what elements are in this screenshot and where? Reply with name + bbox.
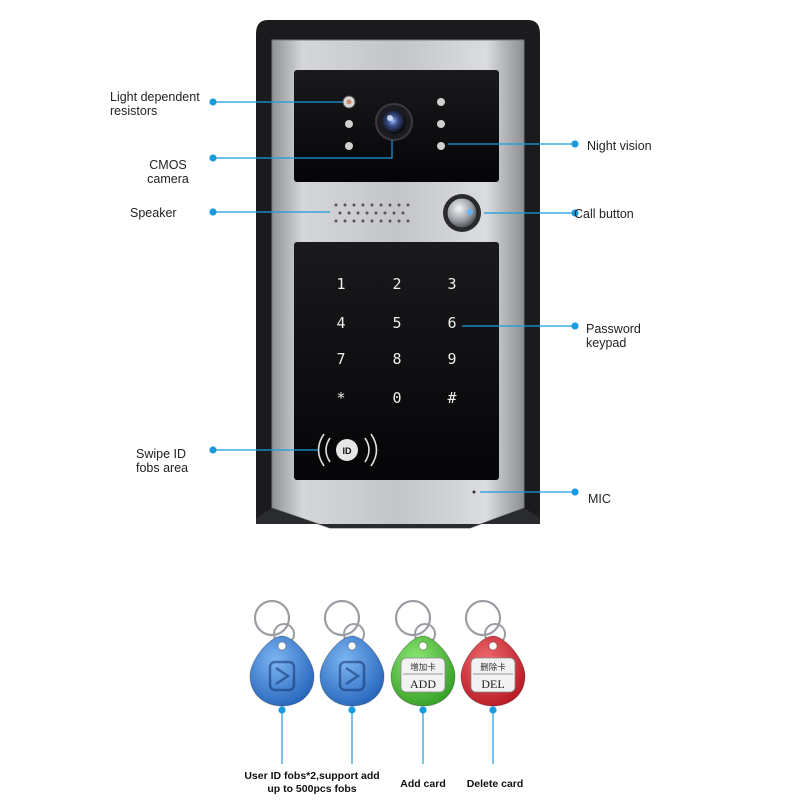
caption-delete-card: Delete card — [466, 778, 524, 790]
keypad-panel — [294, 242, 499, 480]
keypad-key-5[interactable]: 5 — [392, 314, 401, 332]
callout-lines — [209, 98, 579, 496]
fob-label-cn: 删除卡 — [480, 662, 506, 673]
camera-window — [294, 70, 499, 182]
fob-callout-lines — [278, 706, 497, 764]
keypad-key-9[interactable]: 9 — [447, 350, 456, 368]
password-keypad[interactable]: 1 2 3 4 5 6 7 8 9 * 0 # — [336, 275, 456, 407]
keypad-key-*[interactable]: * — [336, 389, 345, 407]
keypad-key-#[interactable]: # — [447, 389, 456, 407]
fob-label-panel — [470, 657, 516, 693]
label-night-vision: Night vision — [587, 139, 652, 153]
label-light-dependent-resistors: Light dependent resistors — [110, 90, 200, 118]
call-button[interactable] — [443, 194, 481, 232]
id-fob-3: 增加卡 ADD — [390, 599, 456, 707]
fob-emblem — [268, 660, 296, 692]
key-ring — [253, 599, 291, 637]
keypad-key-7[interactable]: 7 — [336, 350, 345, 368]
keypad-key-8[interactable]: 8 — [392, 350, 401, 368]
ldr-sensor-core — [346, 99, 352, 105]
rfid-logo-text: ID — [343, 446, 353, 456]
key-ring — [464, 599, 502, 637]
keypad-key-2[interactable]: 2 — [392, 275, 401, 293]
fob-label-cn: 增加卡 — [410, 662, 436, 673]
fob-label-panel — [400, 657, 446, 693]
fob-label-en: ADD — [410, 677, 436, 691]
fob-emblem — [338, 660, 366, 692]
label-speaker: Speaker — [130, 206, 177, 220]
label-mic: MIC — [588, 492, 611, 506]
label-password-keypad: Password keypad — [586, 322, 641, 350]
speaker-grille — [334, 203, 410, 223]
rfid-swipe-area — [317, 433, 378, 467]
key-ring — [323, 599, 361, 637]
keypad-key-0[interactable]: 0 — [392, 389, 401, 407]
label-swipe-id-fobs: Swipe ID fobs area — [136, 447, 189, 475]
caption-add-card: Add card — [400, 778, 446, 790]
keypad-key-1[interactable]: 1 — [336, 275, 345, 293]
fob-group: 增加卡 ADD 删除卡 DEL — [249, 599, 526, 707]
mic-hole — [472, 490, 476, 494]
keypad-key-4[interactable]: 4 — [336, 314, 345, 332]
fob-label-en: DEL — [481, 677, 504, 691]
id-fob-1 — [249, 599, 315, 707]
id-fob-2 — [319, 599, 385, 707]
id-fob-4: 删除卡 DEL — [460, 599, 526, 707]
ir-led-group — [345, 98, 445, 150]
label-call-button: Call button — [574, 207, 634, 221]
label-cmos-camera: CMOS camera — [147, 158, 189, 186]
caption-user-fobs: User ID fobs*2,support add up to 500pcs … — [244, 770, 380, 795]
key-ring — [394, 599, 432, 637]
keypad-key-6[interactable]: 6 — [447, 314, 456, 332]
keypad-key-3[interactable]: 3 — [447, 275, 456, 293]
